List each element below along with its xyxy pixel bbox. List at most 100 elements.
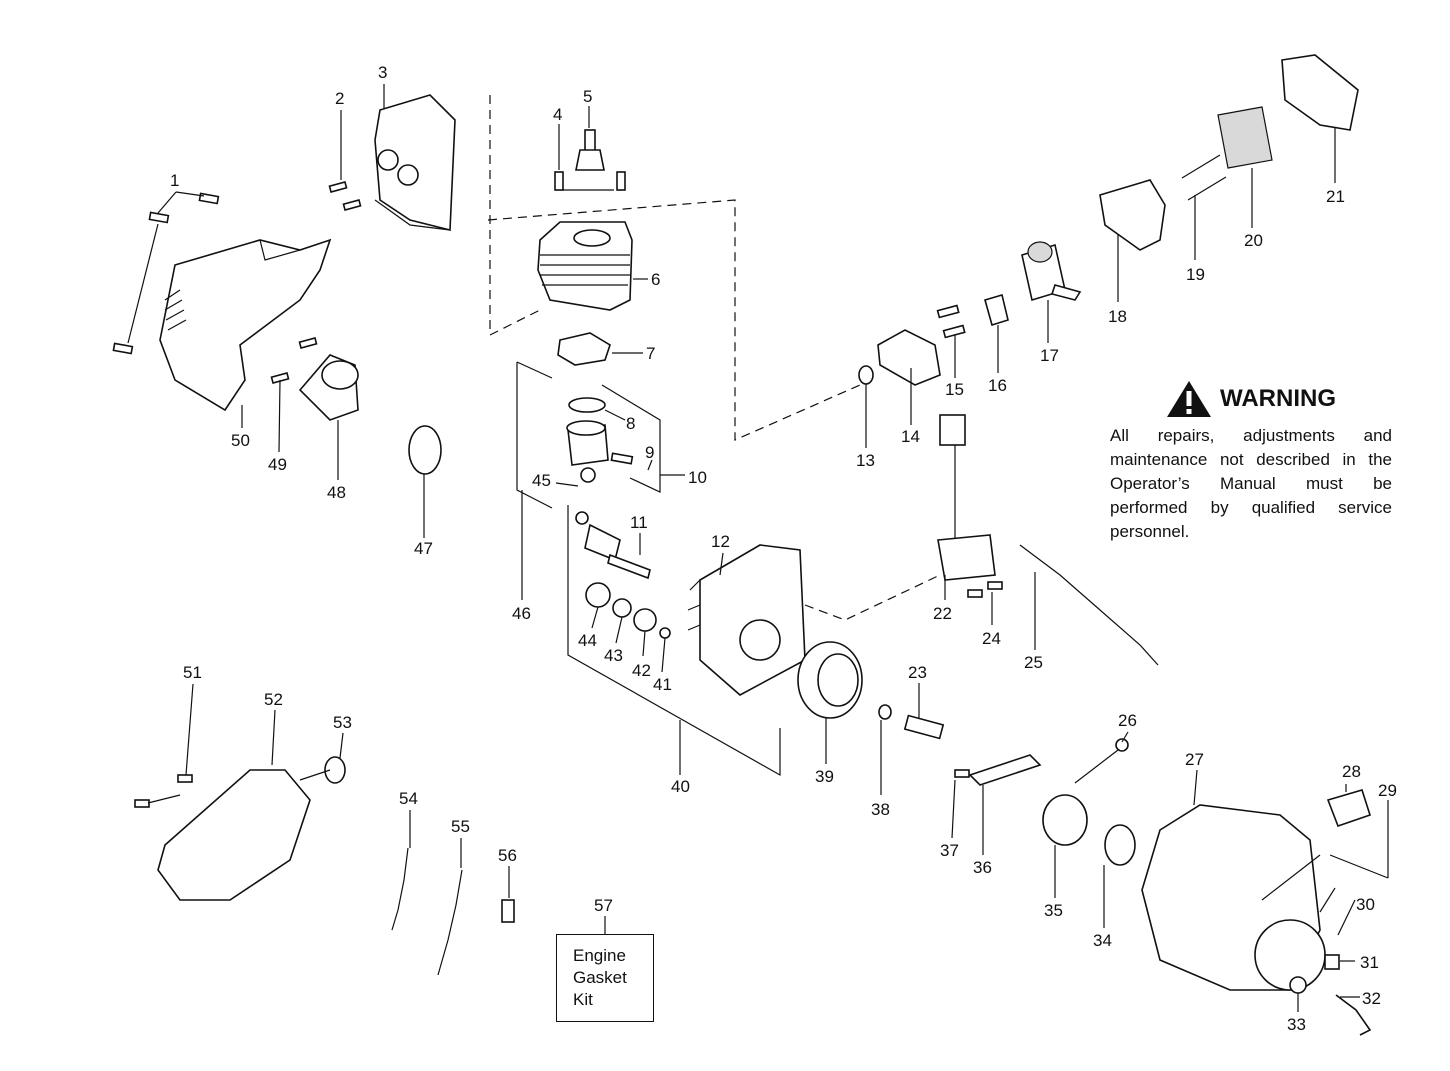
intake-adapter-14 (877, 329, 941, 386)
bearing-42 (633, 608, 657, 632)
warning-title: WARNING (1220, 385, 1336, 412)
callout-28: 28 (1342, 762, 1361, 781)
bracket-46 (516, 361, 553, 509)
warning-text: All repairs, adjustments and maintenance… (1110, 426, 1392, 541)
callout-17: 17 (1040, 346, 1059, 365)
callout-44: 44 (578, 631, 597, 650)
pulley-33 (1289, 976, 1307, 994)
gasket-7 (557, 332, 611, 366)
gasket-16 (984, 293, 1009, 327)
dash-cylinder (487, 199, 861, 441)
fitting-56 (501, 899, 515, 923)
callout-35: 35 (1044, 901, 1063, 920)
callout-2: 2 (335, 89, 344, 108)
callout-34: 34 (1093, 931, 1112, 950)
callout-54: 54 (399, 789, 418, 808)
callout-55: 55 (451, 817, 470, 836)
callout-4: 4 (553, 105, 562, 124)
callout-46: 46 (512, 604, 531, 623)
bearing-43 (612, 598, 632, 618)
callout-50: 50 (231, 431, 250, 450)
callout-53: 53 (333, 713, 352, 732)
callout-11: 11 (630, 513, 648, 532)
recoil-housing-27 (1141, 804, 1326, 991)
callout-29: 29 (1378, 781, 1397, 800)
piston-10 (566, 420, 609, 466)
callout-20: 20 (1244, 231, 1263, 250)
callout-33: 33 (1287, 1015, 1306, 1034)
ground-wire-25 (1019, 544, 1159, 666)
needle-bearing-45 (580, 467, 596, 483)
screws-24 (967, 581, 1003, 598)
callout-41: 41 (653, 675, 672, 694)
callout-22: 22 (933, 604, 952, 623)
callout-39: 39 (815, 767, 834, 786)
screws-15 (936, 304, 966, 339)
callout-48: 48 (327, 483, 346, 502)
callout-16: 16 (988, 376, 1007, 395)
starter-handle-28 (1326, 789, 1372, 828)
callout-12: 12 (711, 532, 730, 551)
air-filter-cover-21 (1281, 54, 1359, 131)
ring-41 (659, 627, 671, 639)
spool-housing-48 (298, 354, 359, 421)
starter-pulley-35 (1042, 794, 1088, 846)
piston-pin-9 (610, 452, 634, 465)
callout-7: 7 (646, 344, 655, 363)
callout-18: 18 (1108, 307, 1127, 326)
shield-52 (157, 769, 311, 901)
callout-27: 27 (1185, 750, 1204, 769)
callout-49: 49 (268, 455, 287, 474)
line-55 (437, 869, 463, 976)
screws-2 (328, 181, 362, 211)
screws-19 (1181, 154, 1227, 201)
kit-label-line-1: Engine (573, 946, 626, 965)
callout-40: 40 (671, 777, 690, 796)
callout-52: 52 (264, 690, 283, 709)
air-filter-base-18 (1099, 179, 1166, 251)
dash-muffler (489, 95, 541, 336)
callout-36: 36 (973, 858, 992, 877)
callout-1: 1 (170, 171, 179, 190)
spacer-23 (903, 714, 945, 740)
callout-15: 15 (945, 380, 964, 399)
callout-8: 8 (626, 414, 635, 433)
gasket-13 (858, 365, 874, 385)
callout-56: 56 (498, 846, 517, 865)
callout-45: 45 (532, 471, 551, 490)
spring-32 (1335, 994, 1372, 1036)
bracket-10 (601, 384, 661, 493)
engine-cover-50 (159, 238, 332, 412)
flywheel-39 (797, 641, 863, 719)
callout-19: 19 (1186, 265, 1205, 284)
air-filter-20 (1217, 106, 1273, 169)
callout-32: 32 (1362, 989, 1381, 1008)
callout-23: 23 (908, 663, 927, 682)
callout-numbers: 1 2 3 4 5 6 7 8 9 10 11 12 13 14 15 16 1… (170, 63, 1397, 1034)
callout-5: 5 (583, 87, 592, 106)
callout-25: 25 (1024, 653, 1043, 672)
o-ring-47 (408, 425, 442, 475)
callout-14: 14 (901, 427, 920, 446)
kit-label-line-2: Gasket (573, 968, 627, 987)
engine-gasket-kit-box: Engine Gasket Kit (556, 934, 654, 1022)
callout-37: 37 (940, 841, 959, 860)
piston-ring-8 (568, 397, 606, 413)
kit-label-line-3: Kit (573, 990, 593, 1009)
leader-lines (127, 84, 1389, 1012)
callout-57: 57 (594, 896, 613, 915)
cylinder-6 (537, 221, 633, 311)
dash-ignition (804, 574, 941, 621)
muffler-3 (374, 94, 456, 232)
callout-47: 47 (414, 539, 433, 558)
bracket-40 (567, 505, 781, 777)
carburetor-17 (1021, 241, 1082, 302)
warning-header: WARNING (1110, 380, 1392, 418)
callout-51: 51 (183, 663, 202, 682)
ignition-module-22 (937, 414, 996, 581)
spark-plug-5 (575, 129, 605, 171)
callout-6: 6 (651, 270, 660, 289)
washer-38 (878, 704, 892, 720)
callout-3: 3 (378, 63, 387, 82)
callout-9: 9 (645, 443, 654, 462)
